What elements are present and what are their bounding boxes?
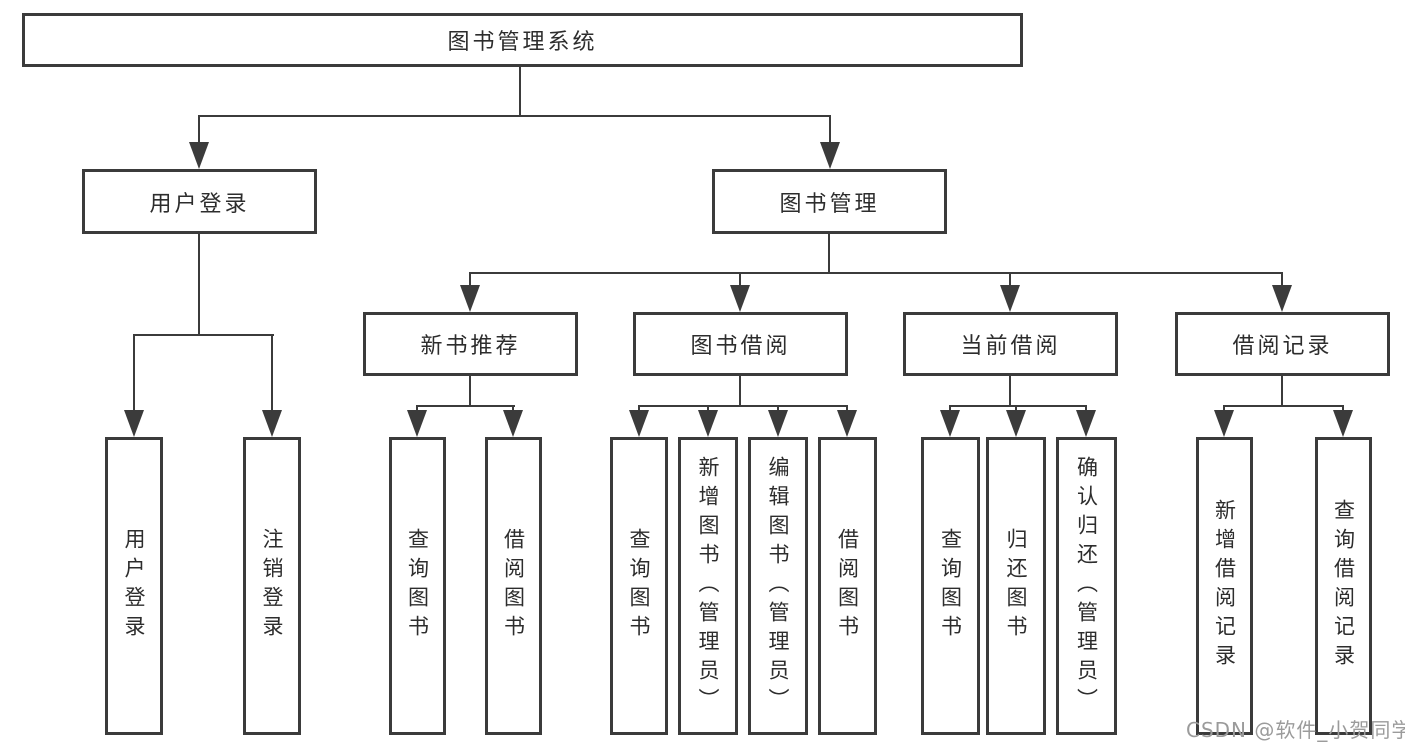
arrow-down-icon [1076, 410, 1096, 437]
arrow-down-icon [820, 142, 840, 169]
arrow-down-icon [837, 410, 857, 437]
arrow-down-icon [1272, 285, 1292, 312]
leaf-query-books-recommend: 查询图书 [389, 437, 446, 735]
arrow-down-icon [698, 410, 718, 437]
connector-drop-current [1009, 272, 1011, 288]
arrow-down-icon [1000, 285, 1020, 312]
leaf-query-books-current: 查询图书 [921, 437, 980, 735]
arrow-down-icon [1333, 410, 1353, 437]
arrow-down-icon [189, 142, 209, 169]
connector-recommendation-stem [469, 375, 471, 407]
connector-drop-leaf-user-login [133, 334, 135, 414]
connector-drop-borrowing [739, 272, 741, 288]
arrow-down-icon [730, 285, 750, 312]
arrow-down-icon [124, 410, 144, 437]
leaf-edit-book-admin: 编辑图书（管理员） [748, 437, 808, 735]
leaf-confirm-return-admin: 确认归还（管理员） [1056, 437, 1117, 735]
leaf-return-book: 归还图书 [986, 437, 1046, 735]
connector-root-splitter [198, 115, 831, 117]
connector-root-stem [519, 66, 521, 116]
connector-current-splitter [949, 405, 1087, 407]
leaf-add-borrow-record: 新增借阅记录 [1196, 437, 1253, 735]
arrow-down-icon [940, 410, 960, 437]
connector-records-stem [1281, 375, 1283, 407]
leaf-add-book-admin: 新增图书（管理员） [678, 437, 738, 735]
connector-drop-user-login [198, 115, 200, 145]
connector-user-login-splitter [133, 334, 274, 336]
arrow-down-icon [262, 410, 282, 437]
connector-user-login-stem [198, 233, 200, 336]
leaf-query-borrow-record: 查询借阅记录 [1315, 437, 1372, 735]
arrow-down-icon [503, 410, 523, 437]
node-book-management-system: 图书管理系统 [22, 13, 1023, 67]
node-book-borrowing: 图书借阅 [633, 312, 848, 376]
node-current-borrowing: 当前借阅 [903, 312, 1118, 376]
node-borrowing-records: 借阅记录 [1175, 312, 1390, 376]
node-book-management: 图书管理 [712, 169, 947, 234]
connector-book-management-splitter [469, 272, 1283, 274]
arrow-down-icon [460, 285, 480, 312]
connector-records-splitter [1223, 405, 1344, 407]
leaf-borrow-books-recommend: 借阅图书 [485, 437, 542, 735]
node-user-login: 用户登录 [82, 169, 317, 234]
connector-drop-leaf-logout [271, 334, 273, 414]
arrow-down-icon [768, 410, 788, 437]
leaf-borrow-books-borrowing: 借阅图书 [818, 437, 877, 735]
connector-drop-book-management [829, 115, 831, 145]
leaf-user-login: 用户登录 [105, 437, 163, 735]
arrow-down-icon [629, 410, 649, 437]
arrow-down-icon [407, 410, 427, 437]
csdn-watermark: CSDN @软件_小贺同学 [1186, 718, 1405, 742]
connector-drop-records [1281, 272, 1283, 288]
connector-current-stem [1009, 375, 1011, 407]
arrow-down-icon [1214, 410, 1234, 437]
leaf-query-books-borrowing: 查询图书 [610, 437, 668, 735]
leaf-logout: 注销登录 [243, 437, 301, 735]
connector-drop-recommendation [469, 272, 471, 288]
connector-recommendation-splitter [417, 405, 515, 407]
node-new-book-recommendation: 新书推荐 [363, 312, 578, 376]
connector-borrowing-stem [739, 375, 741, 407]
connector-borrowing-splitter [638, 405, 848, 407]
connector-book-management-stem [828, 233, 830, 274]
arrow-down-icon [1006, 410, 1026, 437]
